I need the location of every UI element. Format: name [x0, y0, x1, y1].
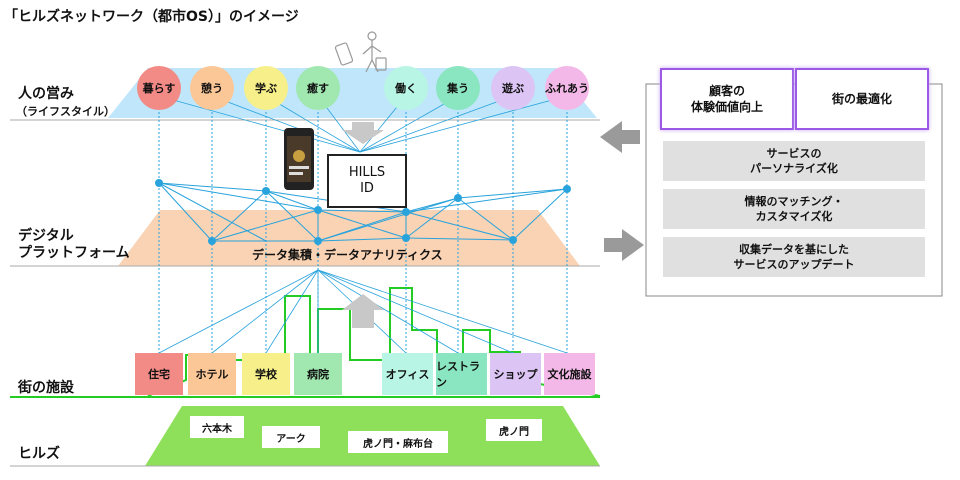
layer-label-human: 人の営み [18, 86, 74, 102]
feature-box-matching: 情報のマッチング・ カスタマイズ化 [663, 189, 925, 229]
facility-box: オフィス [382, 353, 433, 395]
facility-fan-lines [158, 269, 568, 354]
facility-box: 学校 [242, 353, 290, 395]
facility-box: ショップ [490, 353, 541, 395]
feature-line: サービスの [766, 147, 822, 160]
activity-circle: 学ぶ [244, 66, 288, 110]
activity-circle: ふれあう [545, 66, 589, 110]
layer-label-facilities: 街の施設 [18, 380, 74, 396]
layer-sublabel-human: （ライフスタイル） [16, 105, 115, 118]
hills-id-box: HILLS ID [327, 154, 407, 208]
activity-circle: 働く [384, 66, 428, 110]
hills-location: 六本木 [190, 416, 244, 438]
page-title: 「ヒルズネットワーク（都市OS）」のイメージ [4, 9, 299, 25]
down-arrow-icon [342, 122, 384, 144]
goal-experience-line1: 顧客の [708, 84, 745, 98]
goal-experience-line2: 体験価値向上 [690, 100, 763, 114]
layer-label-hills: ヒルズ [18, 446, 60, 462]
layer-label-digital-1: デジタル [18, 228, 74, 244]
hills-location: 虎ノ門 [486, 419, 542, 441]
feature-line: パーソナライズ化 [750, 162, 838, 175]
facility-box: 文化施設 [544, 353, 595, 395]
platform-slab [118, 210, 580, 266]
network-mesh [158, 182, 568, 242]
layer-label-digital-2: プラットフォーム [18, 245, 130, 261]
smartphone-icon [284, 128, 314, 190]
feature-line: 収集データを基にした [739, 243, 849, 256]
hills-location: アーク [262, 426, 320, 448]
goal-experience-box: 顧客の 体験価値向上 [660, 68, 794, 130]
right-panel-frame [645, 83, 943, 297]
goal-optimization-label: 街の最適化 [831, 92, 892, 106]
hills-id-line2: ID [360, 181, 374, 196]
activity-circle: 遊ぶ [491, 66, 535, 110]
activity-circle: 集う [436, 66, 480, 110]
feature-line: 情報のマッチング・ [744, 195, 844, 208]
traveler-icon [334, 31, 387, 73]
facility-box: 病院 [294, 353, 342, 395]
feature-line: カスタマイズ化 [755, 210, 833, 223]
facility-box: 住宅 [135, 353, 183, 395]
goal-optimization-box: 街の最適化 [795, 68, 929, 130]
feature-box-personalization: サービスの パーソナライズ化 [663, 141, 925, 181]
hills-location: 虎ノ門・麻布台 [348, 431, 448, 453]
left-arrow-icon [600, 121, 640, 153]
platform-analytics-label: データ集積・データアナリティクス [252, 248, 443, 262]
activity-circle: 暮らす [137, 66, 181, 110]
right-arrow-icon [604, 229, 644, 261]
feature-line: サービスのアップデート [733, 258, 855, 271]
facility-box: ホテル [188, 353, 236, 395]
hub-lines [158, 95, 568, 153]
hills-id-line1: HILLS [348, 165, 386, 180]
feature-box-update: 収集データを基にした サービスのアップデート [663, 237, 925, 277]
activity-circle: 癒す [296, 66, 340, 110]
network-nodes [155, 179, 571, 245]
activity-circle: 憩う [190, 66, 234, 110]
facility-box: レストラン [436, 353, 487, 395]
up-arrow-icon [342, 294, 384, 328]
